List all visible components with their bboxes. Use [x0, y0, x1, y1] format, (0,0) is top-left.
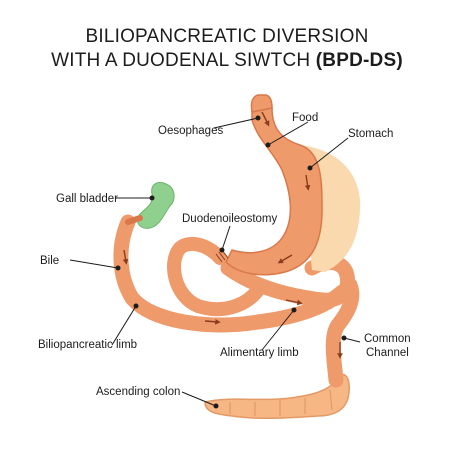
label-alimentary-limb: Alimentary limb [220, 347, 299, 359]
label-ascending-colon: Ascending colon [96, 386, 180, 398]
title-line-1: BILIOPANCREATIC DIVERSION [85, 26, 369, 47]
title-acronym: (BPD-DS) [315, 50, 403, 71]
label-bile: Bile [40, 255, 59, 267]
common-channel [325, 277, 360, 388]
pointer-lines [69, 115, 361, 409]
title-line-2: WITH A DUODENAL SIWTCH (BPD-DS) [0, 50, 454, 72]
gall-bladder [137, 181, 175, 229]
label-duodenoileostomy: Duodenoileostomy [182, 213, 278, 225]
ascending-colon [204, 373, 350, 420]
label-stomach: Stomach [348, 128, 393, 140]
biliopancreatic-limb [113, 214, 350, 333]
duodenal-loop [167, 236, 265, 317]
label-biliopancreatic-limb: Biliopancreatic limb [38, 339, 137, 351]
label-oesophages: Oesophages [158, 125, 223, 137]
label-common: Common [364, 333, 411, 345]
stomach-sleeve [225, 107, 323, 276]
title-line-2-text: WITH A DUODENAL SIWTCH [51, 50, 311, 71]
label-channel: Channel [366, 347, 409, 359]
label-food: Food [292, 112, 318, 124]
oesophagus [250, 94, 273, 113]
stomach [225, 107, 361, 276]
bile-duct-stub [125, 215, 143, 225]
flow-arrows [122, 111, 343, 359]
label-gall-bladder: Gall bladder [56, 193, 118, 205]
